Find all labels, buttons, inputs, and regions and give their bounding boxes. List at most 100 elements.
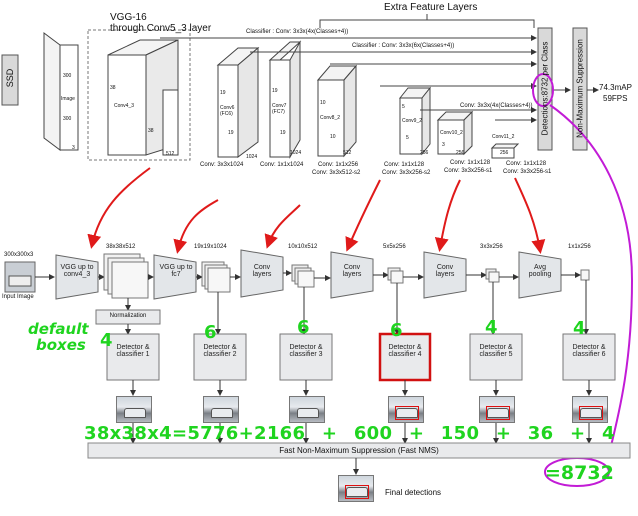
conv4-38a: 38 [110, 85, 116, 91]
caption-conv11-a: Conv: 1x1x128 [506, 161, 547, 167]
car-shape [487, 408, 509, 418]
conv4-38b: 38 [148, 128, 154, 134]
default-boxes-annotation: default boxes [28, 320, 89, 354]
conv9-5b: 5 [406, 135, 409, 141]
detections-label: Detections:8732 per Class [540, 41, 550, 136]
conv-layers-trapezoid-1 [240, 249, 284, 298]
normalization-label: Normalization [109, 313, 147, 319]
image-300a: 300 [63, 73, 72, 79]
conv9-256: 256 [420, 150, 429, 156]
conv6-label: Conv6 [220, 105, 235, 111]
ssd-label: SSD [5, 68, 15, 88]
conv6-19b: 19 [228, 130, 234, 136]
detector-box-5 [469, 333, 523, 381]
classifier-label-2: Classifier : Conv: 3x3x(6x(Classes+4)) [352, 43, 455, 49]
size-1-label: 1x1x256 [568, 244, 591, 250]
vgg-fc7-label: VGG up to fc7 [159, 264, 193, 279]
conv4-512: 512 [166, 151, 175, 157]
annotation-num-2: 6 [204, 322, 217, 343]
default-boxes-line2: boxes [36, 335, 86, 354]
conv-layers-label-3: Conv layers [435, 264, 455, 279]
caption-conv8-b: Conv: 3x3x512-s2 [312, 170, 361, 176]
nms-box [572, 27, 588, 151]
car-shape [580, 408, 602, 418]
detection-thumb-6 [572, 396, 608, 423]
conv8-2-block [317, 79, 345, 157]
car-shape [346, 487, 368, 497]
detector-box-3 [279, 333, 333, 381]
detection-thumb-5 [479, 396, 515, 423]
conv7-label: Conv7 [272, 103, 287, 109]
caption-conv11-b: Conv: 3x3x256-s1 [503, 169, 552, 175]
vgg-title: VGG-16 through Conv5_3 layer [110, 12, 211, 34]
detection-box [486, 406, 510, 420]
conv7-1024: 1024 [290, 150, 302, 156]
conv11-2-label: Conv11_2 [492, 134, 515, 140]
nms-label: Non-Maximum Suppression [575, 39, 585, 138]
detection-thumb-3 [289, 396, 325, 423]
detector-box-2 [193, 333, 247, 381]
conv4-3-block [107, 54, 147, 156]
conv-layers-label-2: Conv layers [342, 264, 362, 279]
size-10-label: 10x10x512 [288, 244, 318, 250]
detection-box [579, 406, 603, 420]
vgg-fc7-trapezoid [153, 254, 197, 300]
annotation-num-4: 6 [390, 320, 403, 341]
vgg-title-line2: through Conv5_3 layer [110, 23, 212, 34]
fps-value: 59FPS [603, 94, 628, 103]
conv-layers-trapezoid-2 [330, 251, 374, 299]
detector-label-1: Detector & classifier 1 [116, 344, 150, 359]
detection-thumb-2 [203, 396, 239, 423]
conv10-2-label: Conv10_2 [440, 130, 463, 136]
red-annotation-arrows [87, 167, 546, 254]
feature-map-38 [111, 261, 149, 299]
detection-box [345, 485, 369, 499]
image-300b: 300 [63, 116, 72, 122]
input-image-slab [43, 32, 61, 151]
caption-fc7: Conv: 1x1x1024 [260, 162, 304, 168]
size-3-label: 3x3x256 [480, 244, 503, 250]
car-shape [211, 408, 233, 418]
conv8-512: 512 [343, 150, 352, 156]
input-image-label: Input Image [2, 294, 34, 300]
feature-map-19 [207, 267, 231, 293]
detector-label-6: Detector & classifier 6 [572, 344, 606, 359]
conv-layers-trapezoid-3 [423, 251, 467, 299]
conv7-fc-label: (FC7) [272, 109, 285, 115]
conv9-2-label: Conv9_2 [402, 118, 423, 124]
detector-label-4: Detector & classifier 4 [388, 344, 422, 359]
avg-pooling-label: Avg pooling [528, 264, 552, 279]
default-boxes-line1: default [28, 320, 89, 338]
detector-box-6 [562, 333, 616, 381]
car-shape [124, 408, 146, 418]
annotation-num-5: 4 [485, 317, 498, 338]
caption-conv10-a: Conv: 1x1x128 [450, 160, 491, 166]
extra-feature-layers-label: Extra Feature Layers [384, 2, 478, 13]
input-size: 300x300x3 [4, 252, 34, 258]
final-detections-label: Final detections [385, 488, 442, 497]
conv11-256: 256 [500, 150, 509, 156]
vgg-dashed-box [87, 29, 191, 161]
size-5-label: 5x5x256 [383, 244, 406, 250]
detection-thumb-4 [388, 396, 424, 423]
magenta-annotation [532, 73, 634, 487]
total-sum: =8732 [545, 462, 614, 484]
conv8-2-label: Conv8_2 [320, 115, 341, 121]
conv8-10a: 10 [320, 100, 326, 106]
conv10-2-block [437, 119, 465, 155]
conv6-1024: 1024 [246, 154, 258, 160]
caption-conv8-a: Conv: 1x1x256 [318, 162, 359, 168]
conv6-fc-label: (FC6) [220, 111, 233, 117]
feature-map-3 [488, 271, 500, 283]
annotation-num-1: 4 [100, 330, 113, 351]
size-19-label: 19x19x1024 [194, 244, 227, 250]
car-shape [297, 408, 319, 418]
sum-equation: 38x38x4=5776+2166 + 600 + 150 + 36 + 4 [84, 423, 615, 444]
conv10-256: 256 [456, 150, 465, 156]
feature-map-10 [297, 270, 315, 288]
image-label: Image [61, 96, 75, 102]
vgg-conv4-label: VGG up to conv4_3 [60, 264, 94, 279]
annotation-num-3: 6 [297, 317, 310, 338]
caption-conv10-b: Conv: 3x3x256-s1 [444, 168, 493, 174]
